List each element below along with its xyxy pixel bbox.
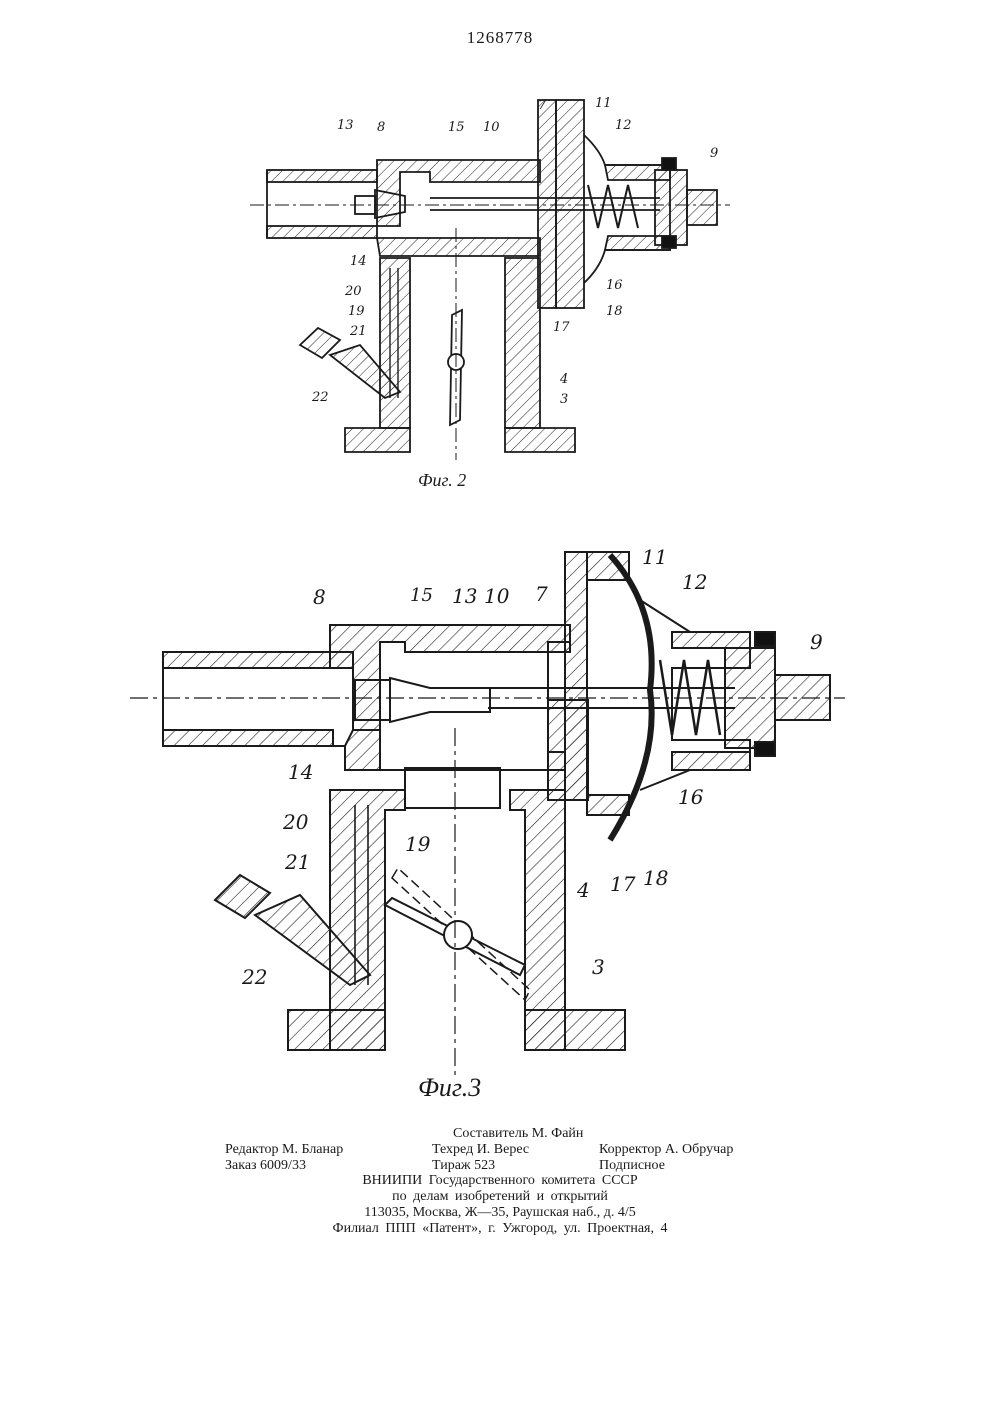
fig3-label-20: 20: [283, 810, 308, 834]
fig2-label-8: 8: [377, 120, 385, 135]
fig2-label-14: 14: [350, 254, 367, 269]
fig2-label-16: 16: [606, 278, 623, 293]
fig2-label-13: 13: [337, 118, 354, 133]
footer-org-line1: ВНИИПИ Государственного комитета СССР: [0, 1173, 1000, 1189]
footer-corrector: Корректор А. Обручар: [599, 1141, 733, 1158]
footer-composer: Составитель М. Файн: [453, 1125, 583, 1142]
fig3-label-7: 7: [535, 582, 548, 606]
fig3-label-15: 15: [410, 585, 433, 606]
fig2-label-19: 19: [348, 304, 365, 319]
fig2-label-18: 18: [606, 304, 623, 319]
fig3-label-17: 17: [610, 872, 635, 896]
fig3-label-3: 3: [592, 955, 605, 979]
fig3-label-18: 18: [643, 866, 668, 890]
footer-order: Заказ 6009/33: [225, 1157, 306, 1174]
fig3-label-21: 21: [285, 850, 310, 874]
footer-org-line2: по делам изобретений и открытий: [0, 1189, 1000, 1205]
footer-circulation: Тираж 523: [432, 1157, 495, 1174]
fig2-label-9: 9: [710, 146, 718, 161]
footer-address: 113035, Москва, Ж—35, Раушская наб., д. …: [0, 1205, 1000, 1221]
fig2-label-21: 21: [350, 324, 367, 339]
fig2-geometry: [250, 100, 730, 460]
fig2-label-7: 7: [538, 98, 546, 113]
fig3-caption: Фиг.3: [418, 1073, 481, 1103]
fig3-label-16: 16: [678, 785, 703, 809]
fig2-label-4: 4: [560, 372, 568, 387]
fig3-label-9: 9: [810, 630, 823, 654]
fig3-label-12: 12: [682, 570, 707, 594]
fig2-label-22: 22: [312, 390, 329, 405]
fig2-caption: Фиг. 2: [418, 470, 466, 491]
fig2-label-10: 10: [483, 120, 500, 135]
fig2-label-20: 20: [345, 284, 362, 299]
fig3-label-11: 11: [642, 545, 667, 569]
fig3-label-19: 19: [405, 832, 430, 856]
fig3-geometry: [130, 552, 845, 1080]
fig2-label-11: 11: [595, 96, 612, 111]
footer-techred: Техред И. Верес: [432, 1141, 529, 1158]
fig3-label-22: 22: [242, 965, 267, 989]
fig3-label-10: 10: [484, 584, 509, 608]
fig2-label-15: 15: [448, 120, 465, 135]
fig2-label-3: 3: [560, 392, 568, 407]
fig2-label-17: 17: [553, 320, 570, 335]
fig3-label-8: 8: [313, 585, 326, 609]
fig3-label-14: 14: [288, 760, 313, 784]
fig2-label-12: 12: [615, 118, 632, 133]
footer-branch: Филиал ППП «Патент», г. Ужгород, ул. Про…: [0, 1221, 1000, 1237]
footer-editor: Редактор М. Бланар: [225, 1141, 343, 1158]
fig3-label-4: 4: [577, 878, 590, 902]
fig3-label-13: 13: [452, 584, 477, 608]
footer-subscription: Подписное: [599, 1157, 665, 1174]
